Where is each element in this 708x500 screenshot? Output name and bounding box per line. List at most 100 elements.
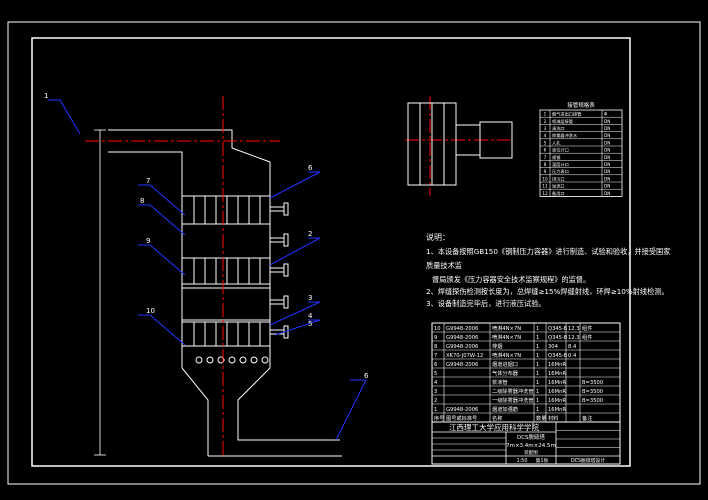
parts-list-cell: 10 [434, 326, 441, 332]
parts-list-cell: 气体分布器 [492, 369, 519, 377]
nozzle-table-cell: Φ [604, 112, 608, 117]
parts-list-cell: G9948-2006 [446, 344, 478, 350]
parts-list-cell: Q345-B [548, 335, 568, 341]
title-block: 江西理工大学应用科学学院DCS脱硫塔7m×3.4m×24.5m装配图DCS脱硫塔… [431, 421, 621, 465]
nozzle-table-cell: DN [604, 126, 610, 131]
parts-list-cell: B=3500 [582, 389, 603, 395]
tray-layer-top [181, 195, 271, 225]
parts-list-cell: 2 [434, 398, 437, 404]
parts-list-cell: 1 [536, 362, 539, 368]
outer-border [7, 21, 701, 485]
nozzle-table-cell: DN [604, 148, 610, 153]
spray-nozzle [250, 356, 258, 364]
parts-list-cell: 1 [536, 353, 539, 359]
nozzle-table-cell: 清洗口 [552, 125, 565, 132]
tray-frame [181, 257, 271, 285]
nozzle-table-cell: DN [604, 119, 610, 124]
title-size: 7m×3.4m×24.5m [506, 443, 556, 449]
title-scale: 1:50 [517, 458, 528, 464]
parts-list-cell: 5 [434, 371, 437, 377]
spray-nozzle [239, 356, 247, 364]
nozzle-table-cell: 喷淋层接管 [552, 118, 573, 125]
parts-list-header-cell: 名称 [492, 414, 502, 422]
nozzle-table-cell: 2 [544, 119, 547, 124]
balloon-2: 2 [308, 230, 312, 238]
nozzle-table-cell: DN [604, 191, 610, 196]
parts-list-cell: B=3500 [582, 398, 603, 404]
nozzle-table-cell: DN [604, 176, 610, 181]
height-dimension [94, 129, 106, 456]
parts-list-cell: 组件 [582, 333, 592, 341]
nozzle-table-cell: DN [604, 140, 610, 145]
notes-heading: 说明： [426, 232, 450, 242]
parts-list-cell: 3 [434, 389, 437, 395]
notes-line-3: 督局颁发《压力容器安全技术监察规程》的监督。 [432, 275, 590, 284]
parts-list-cell: 排烟 [492, 342, 502, 350]
title-project: DCS脱硫塔设计 [571, 457, 605, 464]
parts-list-cell: 1 [536, 371, 539, 377]
parts-list-cell: 喷淋4N×7N [492, 333, 521, 341]
parts-list-cell: 8.4 [568, 344, 577, 350]
nozzle-table-cell: DN [604, 162, 610, 167]
parts-list-header-cell: 数量 [536, 414, 546, 422]
parts-list-cell: 16MnR [548, 380, 566, 386]
parts-list-cell: 1 [536, 389, 539, 395]
nozzle-table-cell: 除雾器冲洗水 [552, 132, 578, 139]
balloon-8: 8 [140, 197, 144, 205]
nozzle-table-cell: 排污口 [552, 175, 565, 182]
parts-list-cell: 1 [536, 326, 539, 332]
parts-list-cell: 16MnR [548, 362, 566, 368]
parts-list-header-cell: 材料 [548, 414, 558, 422]
nozzle-table-cell: 11 [542, 184, 548, 189]
parts-list-header-cell: 序号 [434, 414, 444, 422]
parts-list-cell: 0.4 [568, 353, 577, 359]
nozzle-table-cell: 备用口 [552, 190, 565, 197]
nozzle-table-cell: 10 [542, 176, 548, 181]
parts-list-cell: G9948-2006 [446, 335, 478, 341]
nozzle-table-cell: 温度计口 [552, 161, 569, 168]
parts-list-cell: 6 [434, 362, 437, 368]
nozzle-table-cell: 12 [542, 191, 548, 196]
parts-list-cell: 16MnR [548, 389, 566, 395]
notes-line-2: 质量技术监 [426, 261, 462, 270]
nozzle-table-cell: 8 [544, 162, 547, 167]
nozzle-table-cell: DN [604, 169, 610, 174]
parts-list-cell: XK70-J07W-12 [446, 353, 483, 359]
parts-list-cell: 16MnR [548, 407, 566, 413]
spray-nozzle [228, 356, 236, 364]
balloon-labels: 1 7 8 9 10 6 2 3 4 5 6 [44, 92, 369, 380]
parts-list-cell: 1 [434, 407, 437, 413]
balloon-9: 9 [146, 237, 150, 245]
nozzle-table-cell: 压力表口 [552, 168, 569, 175]
nozzle-table-cell: 5 [544, 140, 547, 145]
parts-list-cell: 7 [434, 353, 437, 359]
parts-list-cell: 16MnR [548, 398, 566, 404]
nozzle-table-cell: 液位计口 [552, 147, 569, 154]
parts-list-cell: Q345-B [548, 326, 568, 332]
parts-list-cell: 4 [434, 380, 438, 386]
parts-list-cell: 16MnR [548, 371, 566, 377]
tray-frame [181, 195, 271, 225]
parts-list-cell: 烟道进烟口 [492, 360, 518, 368]
balloon-6a: 6 [308, 164, 313, 172]
nozzle-table-cell: 1 [544, 112, 547, 117]
balloon-5: 5 [308, 320, 312, 328]
notes-line-1: 1、本设备按照GB150《钢制压力容器》进行制造、试验和验收，并接受国家 [426, 247, 670, 256]
title-sheet: 第1张 [536, 457, 549, 464]
tray-frame [181, 321, 271, 347]
nozzle-table-cell: 烟气进出口接管 [552, 111, 581, 118]
nozzle-table-cell: 人孔 [552, 139, 561, 146]
spray-nozzle [195, 356, 203, 364]
parts-list-cell: 1 [536, 407, 539, 413]
balloon-4: 4 [308, 312, 313, 320]
parts-list-cell: Q345-B [548, 353, 568, 359]
parts-list-cell: 浆液管 [492, 378, 508, 386]
nozzle-table-cell: DN [604, 133, 610, 138]
technical-notes: 说明： 1、本设备按照GB150《钢制压力容器》进行制造、试验和验收，并接受国家… [426, 232, 670, 308]
parts-list-cell: 1 [536, 344, 539, 350]
parts-list-cell: 8 [434, 344, 437, 350]
parts-list-cell: 9 [434, 335, 437, 341]
